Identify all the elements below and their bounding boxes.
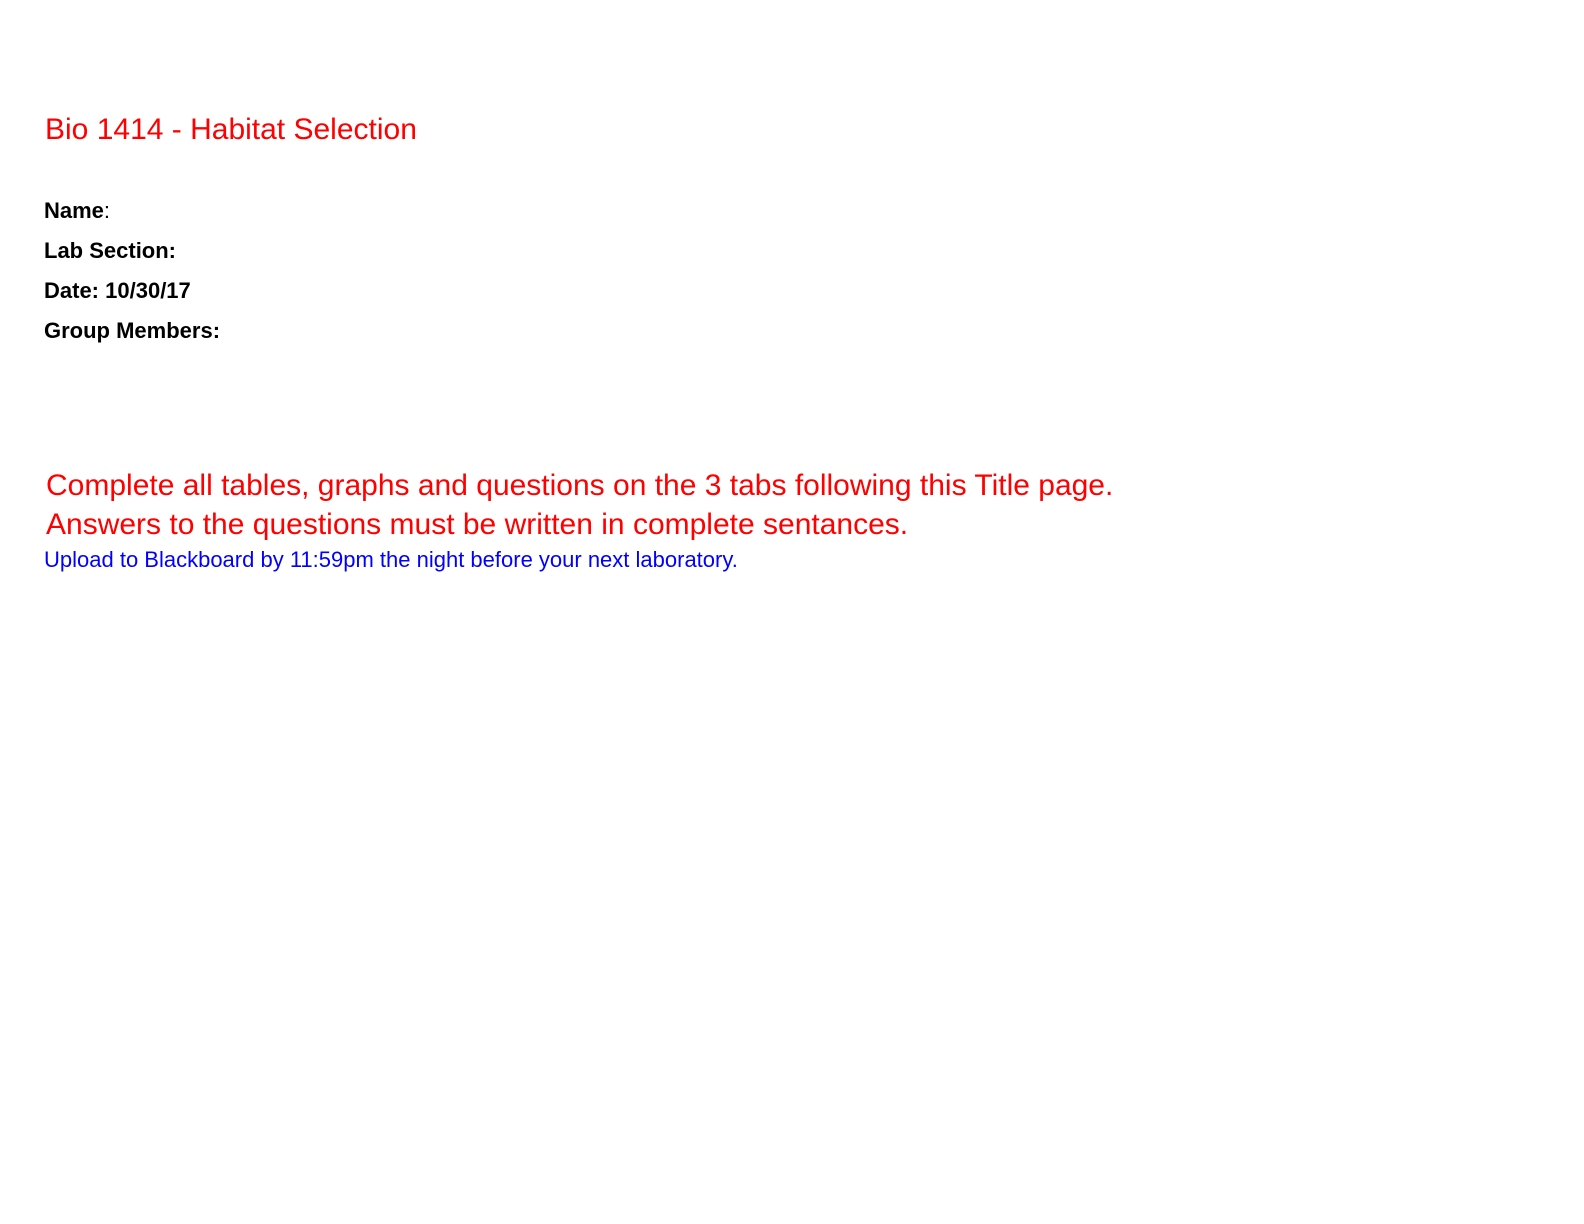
name-label: Name [44,198,104,223]
date-value: 10/30/17 [105,278,191,303]
instruction-line-2: Answers to the questions must be written… [46,508,909,541]
document-title: Bio 1414 - Habitat Selection [45,113,417,146]
group-members-field: Group Members: [44,317,220,345]
instruction-line-1: Complete all tables, graphs and question… [46,469,1114,502]
date-label: Date: [44,278,100,303]
upload-note: Upload to Blackboard by 11:59pm the nigh… [44,547,738,572]
name-field: Name: [44,197,110,225]
lab-section-label: Lab Section: [44,238,177,263]
date-field: Date: 10/30/17 [44,277,191,305]
lab-section-field: Lab Section: [44,237,176,265]
group-members-label: Group Members: [44,318,221,343]
name-separator: : [103,198,111,223]
